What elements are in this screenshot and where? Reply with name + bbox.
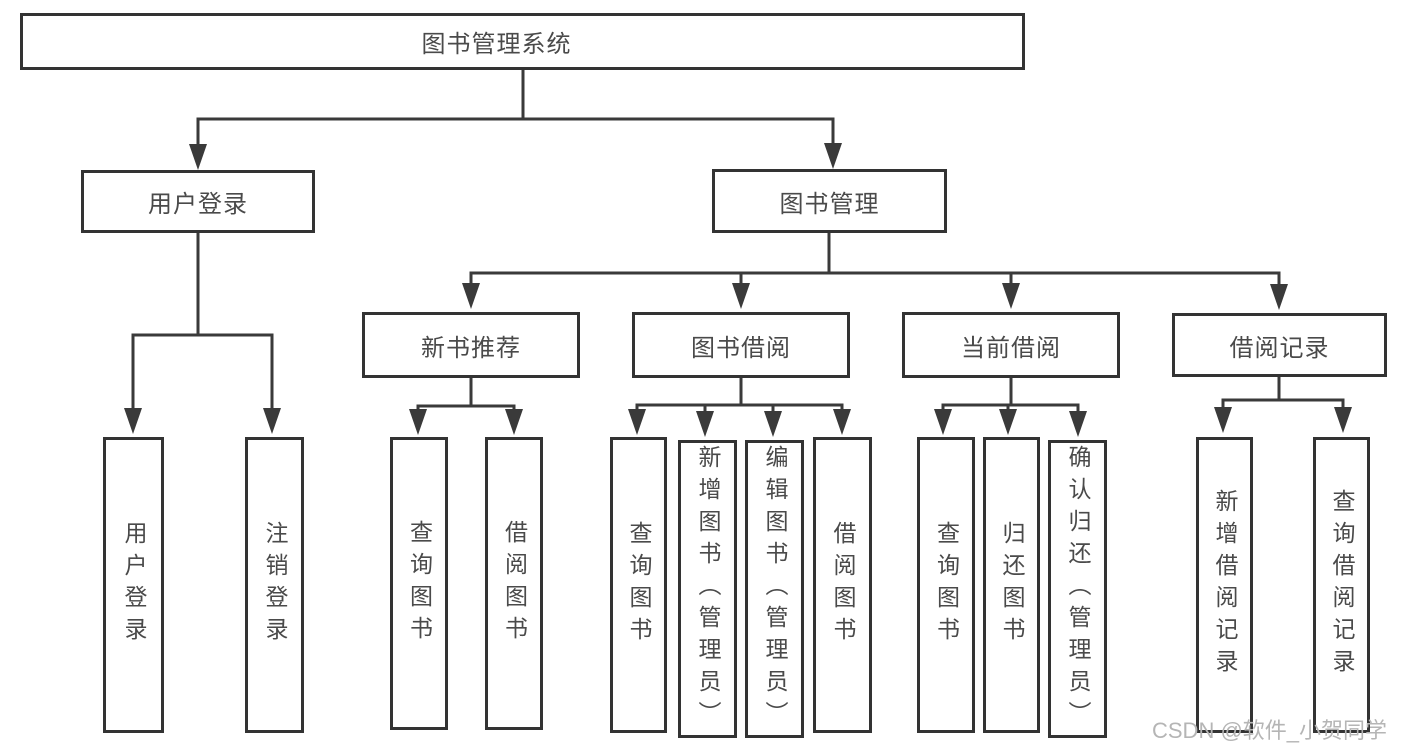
connector-book-borrowing-split [628, 378, 851, 437]
leaf-borrow-books-recommend: 借阅图书 [485, 437, 543, 730]
node-label: 借阅图书 [830, 521, 856, 649]
node-label: 图书借阅 [691, 334, 791, 362]
node-new-book-recommend: 新书推荐 [362, 312, 580, 378]
arrowhead-icon [764, 411, 782, 437]
connector-current-borrowing-split [934, 378, 1087, 437]
connector-book-management-split [462, 233, 1288, 310]
connector-new-book-recommend-split [409, 378, 523, 435]
node-user-login: 用户登录 [81, 170, 315, 233]
leaf-logout: 注销登录 [245, 437, 304, 733]
node-label: 编辑图书（管理员） [762, 445, 788, 733]
connector-root-split [189, 70, 842, 170]
connector-borrowing-records-split [1214, 377, 1352, 433]
arrowhead-icon [189, 144, 207, 170]
node-label: 确认归还（管理员） [1065, 445, 1091, 733]
leaf-borrow-books: 借阅图书 [813, 437, 872, 733]
arrowhead-icon [824, 143, 842, 169]
node-label: 注销登录 [262, 521, 288, 649]
arrowhead-icon [505, 409, 523, 435]
leaf-query-books-current: 查询图书 [917, 437, 975, 733]
arrowhead-icon [1334, 407, 1352, 433]
node-book-borrowing: 图书借阅 [632, 312, 850, 378]
leaf-query-books-borrowing: 查询图书 [610, 437, 667, 733]
node-label: 查询图书 [933, 521, 960, 649]
arrowhead-icon [696, 411, 714, 437]
node-borrowing-records: 借阅记录 [1172, 313, 1387, 377]
node-label: 借阅图书 [501, 519, 528, 648]
node-label: 新增借阅记录 [1212, 489, 1238, 681]
arrowhead-icon [934, 409, 952, 435]
node-label: 新书推荐 [421, 334, 521, 362]
arrowhead-icon [1069, 411, 1087, 437]
leaf-edit-books-admin: 编辑图书（管理员） [745, 440, 804, 738]
arrowhead-icon [732, 283, 750, 309]
arrowhead-icon [628, 409, 646, 435]
arrowhead-icon [999, 409, 1017, 435]
node-current-borrowing: 当前借阅 [902, 312, 1120, 378]
node-label: 当前借阅 [961, 334, 1061, 362]
node-label: 新增图书（管理员） [695, 445, 721, 733]
node-label: 用户登录 [121, 521, 147, 649]
arrowhead-icon [1002, 283, 1020, 309]
node-label: 查询图书 [406, 519, 433, 648]
leaf-add-books-admin: 新增图书（管理员） [678, 440, 737, 738]
leaf-query-borrow-record: 查询借阅记录 [1313, 437, 1370, 733]
arrowhead-icon [263, 408, 281, 434]
node-label: 用户登录 [148, 191, 248, 218]
leaf-return-books: 归还图书 [983, 437, 1040, 733]
leaf-user-login: 用户登录 [103, 437, 164, 733]
connector-user-login-split [124, 233, 281, 434]
node-label: 图书管理 [779, 190, 880, 218]
arrowhead-icon [409, 409, 427, 435]
node-label: 查询图书 [626, 521, 652, 649]
csdn-watermark: CSDN @软件_小贺同学 [1152, 718, 1388, 743]
arrowhead-icon [124, 408, 142, 434]
node-library-management-system: 图书管理系统 [20, 13, 1025, 70]
leaf-add-borrow-record: 新增借阅记录 [1196, 437, 1253, 733]
node-book-management: 图书管理 [712, 169, 947, 233]
leaf-confirm-return-admin: 确认归还（管理员） [1048, 440, 1107, 738]
arrowhead-icon [833, 409, 851, 435]
node-label: 借阅记录 [1229, 334, 1330, 362]
node-label: 图书管理系统 [421, 31, 572, 58]
arrowhead-icon [1270, 284, 1288, 310]
arrowhead-icon [1214, 407, 1232, 433]
node-label: 查询借阅记录 [1329, 489, 1355, 681]
node-label: 归还图书 [999, 521, 1025, 649]
arrowhead-icon [462, 283, 480, 309]
leaf-query-books-recommend: 查询图书 [390, 437, 448, 730]
